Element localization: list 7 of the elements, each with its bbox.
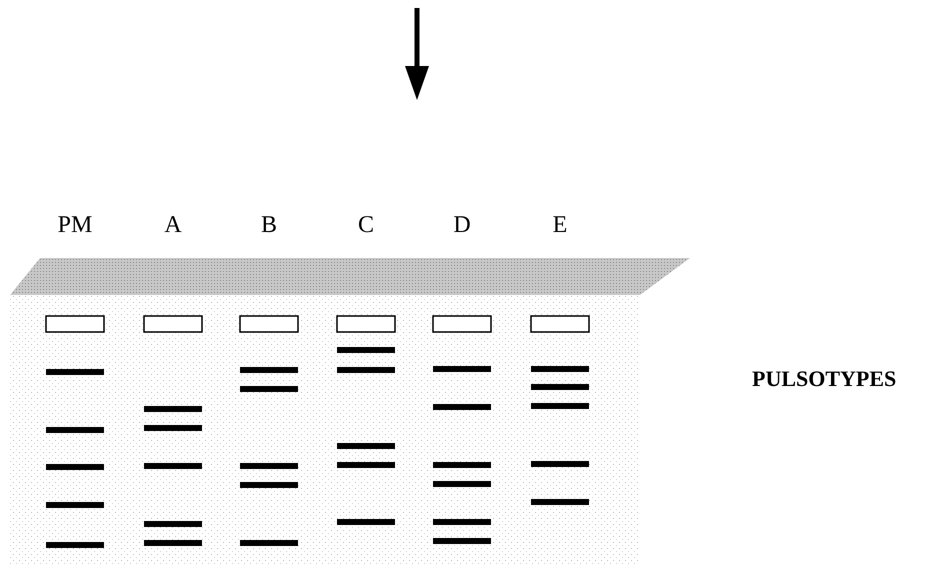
lane-label: C <box>358 212 374 239</box>
lane-label: PM <box>58 212 92 239</box>
lane-label: E <box>552 212 568 239</box>
lane-label: B <box>261 212 277 239</box>
lane-label: D <box>453 212 471 239</box>
lane-label: A <box>164 212 182 239</box>
figure-label: PULSOTYPES <box>752 366 896 392</box>
